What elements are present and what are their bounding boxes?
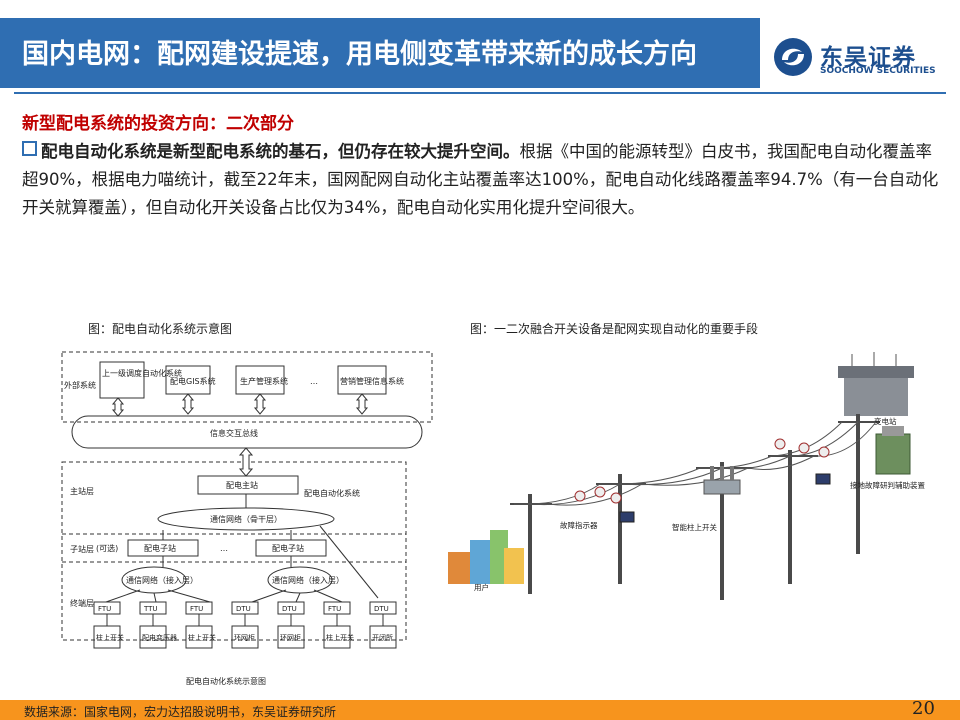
- layer-external: 外部系统: [64, 380, 96, 390]
- system-label: 配电自动化系统: [304, 488, 360, 498]
- label-user: 用户: [474, 582, 489, 592]
- paragraph-body: 根据《中国的能源转型》白皮书，我国配电自动化覆盖率超90%，根据电力喵统计，截至…: [22, 142, 939, 217]
- label-fault-aid: 接地故障研判辅助装置: [850, 480, 925, 490]
- logo-en-text: SOOCHOW SECURITIES: [820, 66, 936, 76]
- device-label: 配电变压器: [142, 633, 177, 642]
- data-source: 数据来源：国家电网，宏力达招股说明书，东吴证券研究所: [24, 705, 337, 719]
- external-layer-frame: [61, 351, 433, 423]
- backbone-label: 通信网络（骨干层）: [210, 514, 282, 524]
- figure-right-caption: 图：一二次融合开关设备是配网实现自动化的重要手段: [470, 322, 759, 336]
- company-logo: 东吴证券 SOOCHOW SECURITIES: [772, 36, 952, 80]
- substation-building: [838, 352, 914, 416]
- terminal-label: FTU: [328, 605, 341, 613]
- device-label: 柱上开关: [188, 633, 216, 642]
- arrow-icons: [111, 393, 369, 477]
- ext-sys-1: 上一级调度自动化系统: [102, 368, 182, 378]
- logo-cn-text: 东吴证券: [820, 45, 916, 71]
- substation-label-1: 配电子站: [144, 543, 176, 553]
- diagram-bottom-caption: 配电自动化系统示意图: [186, 676, 266, 686]
- body-paragraph: 配电自动化系统是新型配电系统的基石，但仍存在较大提升空间。根据《中国的能源转型》…: [22, 138, 942, 222]
- user-buildings: [448, 530, 524, 584]
- master-label: 配电主站: [226, 480, 258, 490]
- label-smart-switch: 智能柱上开关: [672, 522, 717, 532]
- fault-indicators: [574, 438, 830, 504]
- label-substation: 变电站: [874, 416, 897, 426]
- sub-ellipsis: …: [220, 544, 228, 553]
- ext-sys-5: 营销管理信息系统: [340, 376, 404, 386]
- header-divider: [14, 92, 946, 94]
- power-wires: [513, 421, 877, 506]
- label-indicator: 故障指示器: [560, 520, 598, 530]
- fault-aid-cabinet: [875, 433, 911, 475]
- ext-sys-2: 配电GIS系统: [170, 376, 216, 386]
- terminal-label: TTU: [143, 605, 158, 613]
- lower-frame: [61, 461, 407, 641]
- access-label-2: 通信网络（接入层）: [272, 575, 344, 585]
- terminal-label: FTU: [190, 605, 203, 613]
- terminal-label: DTU: [236, 605, 251, 613]
- page-number: 20: [912, 698, 935, 719]
- bus-label: 信息交互总线: [210, 428, 258, 438]
- optional-label: (可选): [96, 543, 118, 553]
- section-subtitle: 新型配电系统的投资方向：二次部分: [22, 114, 294, 134]
- layer-terminal: 终端层: [70, 598, 94, 608]
- bus-pill: [71, 415, 423, 449]
- terminal-label: FTU: [98, 605, 111, 613]
- title-bar: 国内电网：配网建设提速，用电侧变革带来新的成长方向: [0, 18, 760, 88]
- soochow-logo-icon: [774, 38, 812, 76]
- paragraph-lead: 配电自动化系统是新型配电系统的基石，但仍存在较大提升空间。: [41, 142, 520, 161]
- figure-left-caption: 图：配电自动化系统示意图: [88, 322, 233, 336]
- substation-label-2: 配电子站: [272, 543, 304, 553]
- device-label: 柱上开关: [96, 633, 124, 642]
- ext-sys-3: 生产管理系统: [240, 376, 288, 386]
- terminal-label: DTU: [282, 605, 297, 613]
- access-label-1: 通信网络（接入层）: [126, 575, 198, 585]
- smart-switch: [703, 466, 741, 495]
- layer-sub: 子站层: [70, 544, 94, 554]
- layer-main: 主站层: [70, 486, 94, 496]
- device-label: 环网柜: [234, 633, 255, 642]
- ext-sys-4: …: [310, 377, 318, 386]
- footer-bar: 数据来源：国家电网，宏力达招股说明书，东吴证券研究所 20: [0, 698, 960, 720]
- device-label: 开闭所: [372, 633, 393, 642]
- distribution-automation-diagram: 外部系统 主站层 子站层 终端层 上一级调度自动化系统 配电GIS系统 生产管理…: [61, 351, 433, 686]
- bullet-square-icon: [22, 141, 37, 156]
- power-line-illustration: 变电站 接地故障研判辅助装置 故障指示器 智能柱上开关 用户: [448, 352, 925, 600]
- ext-box-1: [99, 361, 145, 399]
- device-label: 柱上开关: [326, 633, 354, 642]
- poles: [528, 414, 860, 600]
- terminal-label: DTU: [374, 605, 389, 613]
- master-box: [197, 475, 299, 495]
- page-title: 国内电网：配网建设提速，用电侧变革带来新的成长方向: [22, 39, 697, 70]
- device-label: 环网柜: [280, 633, 301, 642]
